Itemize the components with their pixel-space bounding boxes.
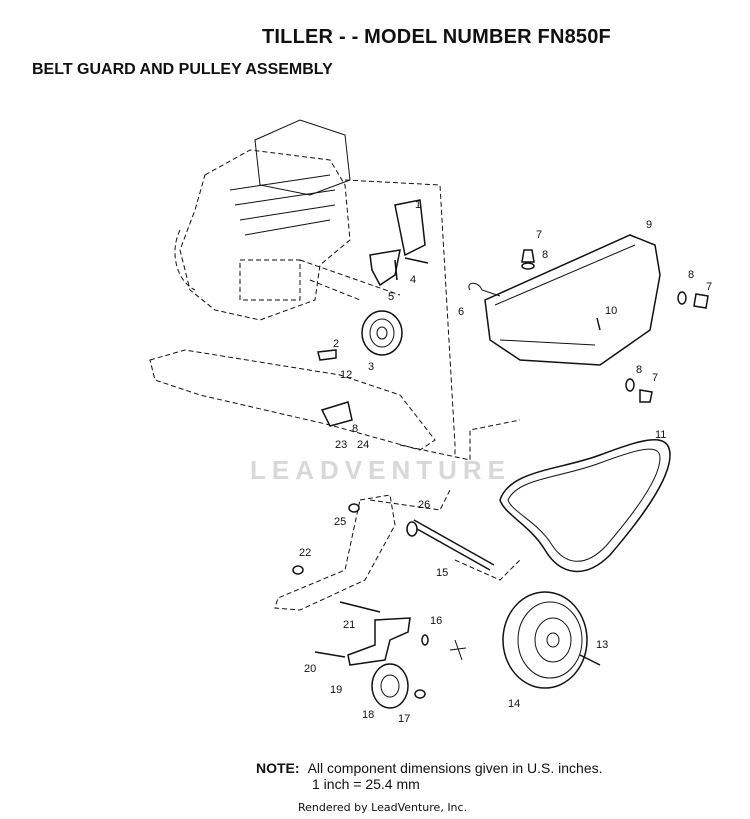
callout-label: 8 [636,364,642,376]
callout-label: 20 [304,663,316,675]
callout-label: 25 [334,516,346,528]
callout-label: 24 [357,439,369,451]
drive-belt [499,439,671,572]
callout-label: 6 [458,306,464,318]
callout-label: 21 [343,619,355,631]
callout-label: 3 [368,361,374,373]
callout-label: 7 [536,229,542,241]
dimensions-note: NOTE: All component dimensions given in U… [256,760,603,792]
callout-label: 13 [596,639,608,651]
small-fasteners [292,503,429,646]
callout-label: 16 [430,615,442,627]
callout-label: 15 [436,567,448,579]
callout-label: 11 [655,429,666,441]
note-line-1: All component dimensions given in U.S. i… [307,760,603,776]
callout-label: 7 [706,281,712,293]
rendered-by-footer: Rendered by LeadVenture, Inc. [298,801,468,814]
callout-label: 19 [330,684,342,696]
callout-label: 8 [352,423,358,435]
note-label: NOTE: [256,760,300,776]
belt-guard [468,234,661,366]
callout-label: 14 [508,698,520,710]
callout-label: 4 [410,274,416,286]
callout-label: 7 [652,372,658,384]
page-title: TILLER - - MODEL NUMBER FN850F [262,26,611,48]
idler-pulley [371,663,426,709]
callout-labels: 1 2 3 4 5 6 7 8 9 7 8 10 8 7 11 12 8 23 … [299,199,712,725]
callout-label: 12 [340,369,352,381]
engine-pulley [361,310,403,356]
idler-arm [274,494,467,666]
watermark-text: LEADVENTURE [250,455,512,485]
callout-label: 10 [605,305,617,317]
bracket-assembly [344,179,456,455]
note-line-2: 1 inch = 25.4 mm [312,776,420,792]
callout-label: 2 [333,338,339,350]
callout-label: 17 [398,713,410,725]
fastener-hardware [521,249,709,403]
callout-label: 18 [362,709,374,721]
callout-label: 1 [415,199,421,211]
callout-label: 22 [299,547,311,559]
tine-shield [149,349,436,451]
callout-label: 26 [418,499,430,511]
assembly-subtitle: BELT GUARD AND PULLEY ASSEMBLY [32,61,333,78]
engine-outline [174,119,401,321]
callout-label: 8 [688,269,694,281]
callout-label: 23 [335,439,347,451]
leader-lines [369,419,521,581]
large-pulley [502,591,601,689]
callout-label: 9 [646,219,652,231]
callout-label: 5 [388,291,394,303]
pulley-shaft [406,519,495,571]
callout-label: 8 [542,249,548,261]
